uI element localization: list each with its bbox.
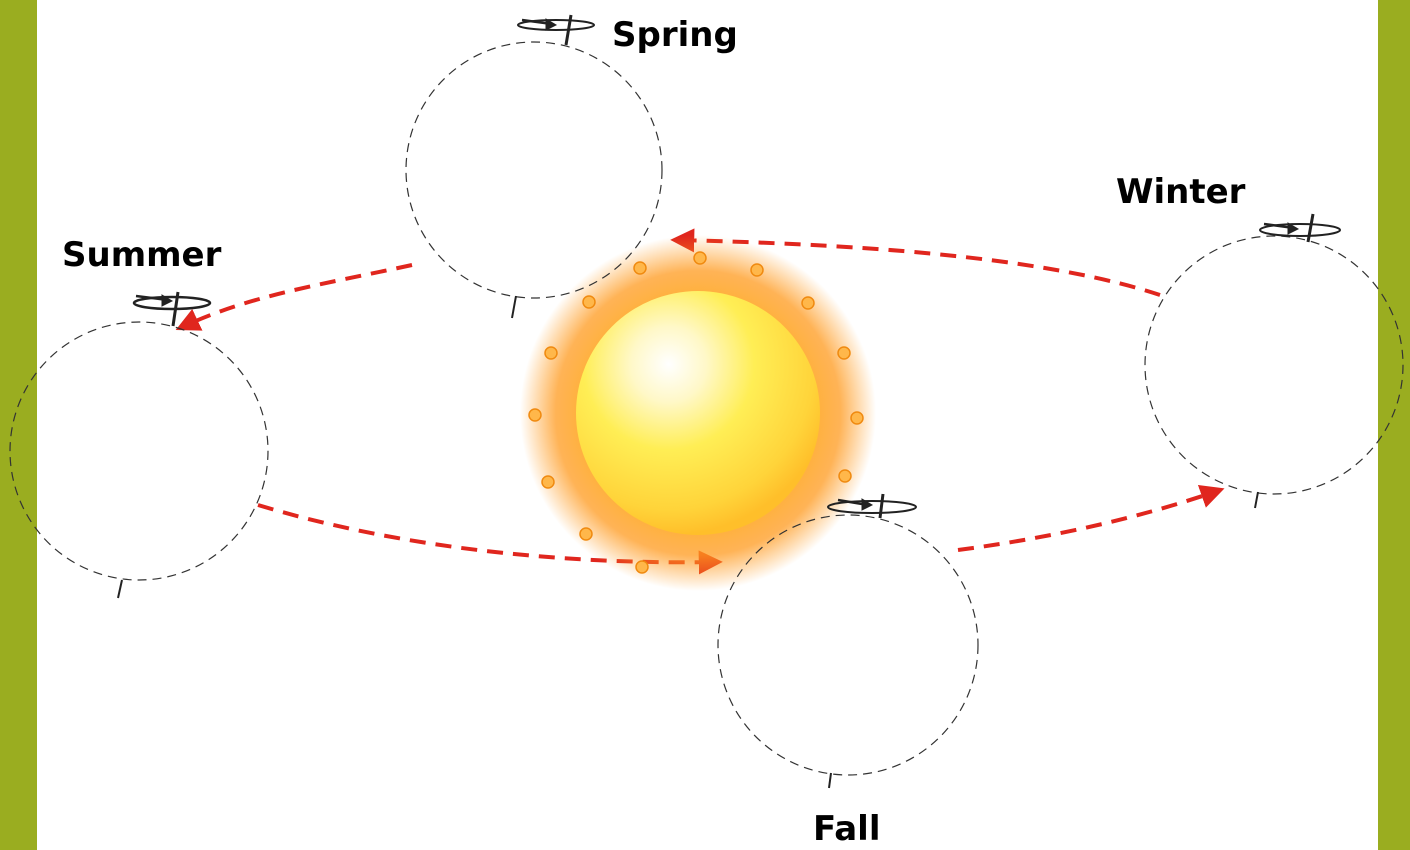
earth-summer [9, 291, 269, 599]
season-label-winter: Winter [1116, 172, 1246, 212]
rotation-axis-icon [117, 291, 212, 599]
sun [520, 235, 876, 591]
orbit-arrow-winter-to-spring [670, 228, 1161, 297]
season-label-spring: Spring [612, 15, 738, 55]
earth-fall [717, 493, 979, 789]
sun-rays [528, 251, 864, 574]
rotation-axis-icon [827, 493, 917, 789]
season-label-summer: Summer [62, 235, 222, 275]
rotation-axis-icon [511, 14, 595, 319]
sun-core [576, 291, 820, 535]
earth-spring [405, 14, 663, 319]
rotation-axis-icon [1254, 213, 1341, 509]
earth-winter [1144, 213, 1404, 509]
orbit-arrow-spring-to-summer [175, 263, 413, 331]
orbit-arrow-fall-to-winter [957, 485, 1225, 552]
season-label-fall: Fall [813, 809, 881, 849]
